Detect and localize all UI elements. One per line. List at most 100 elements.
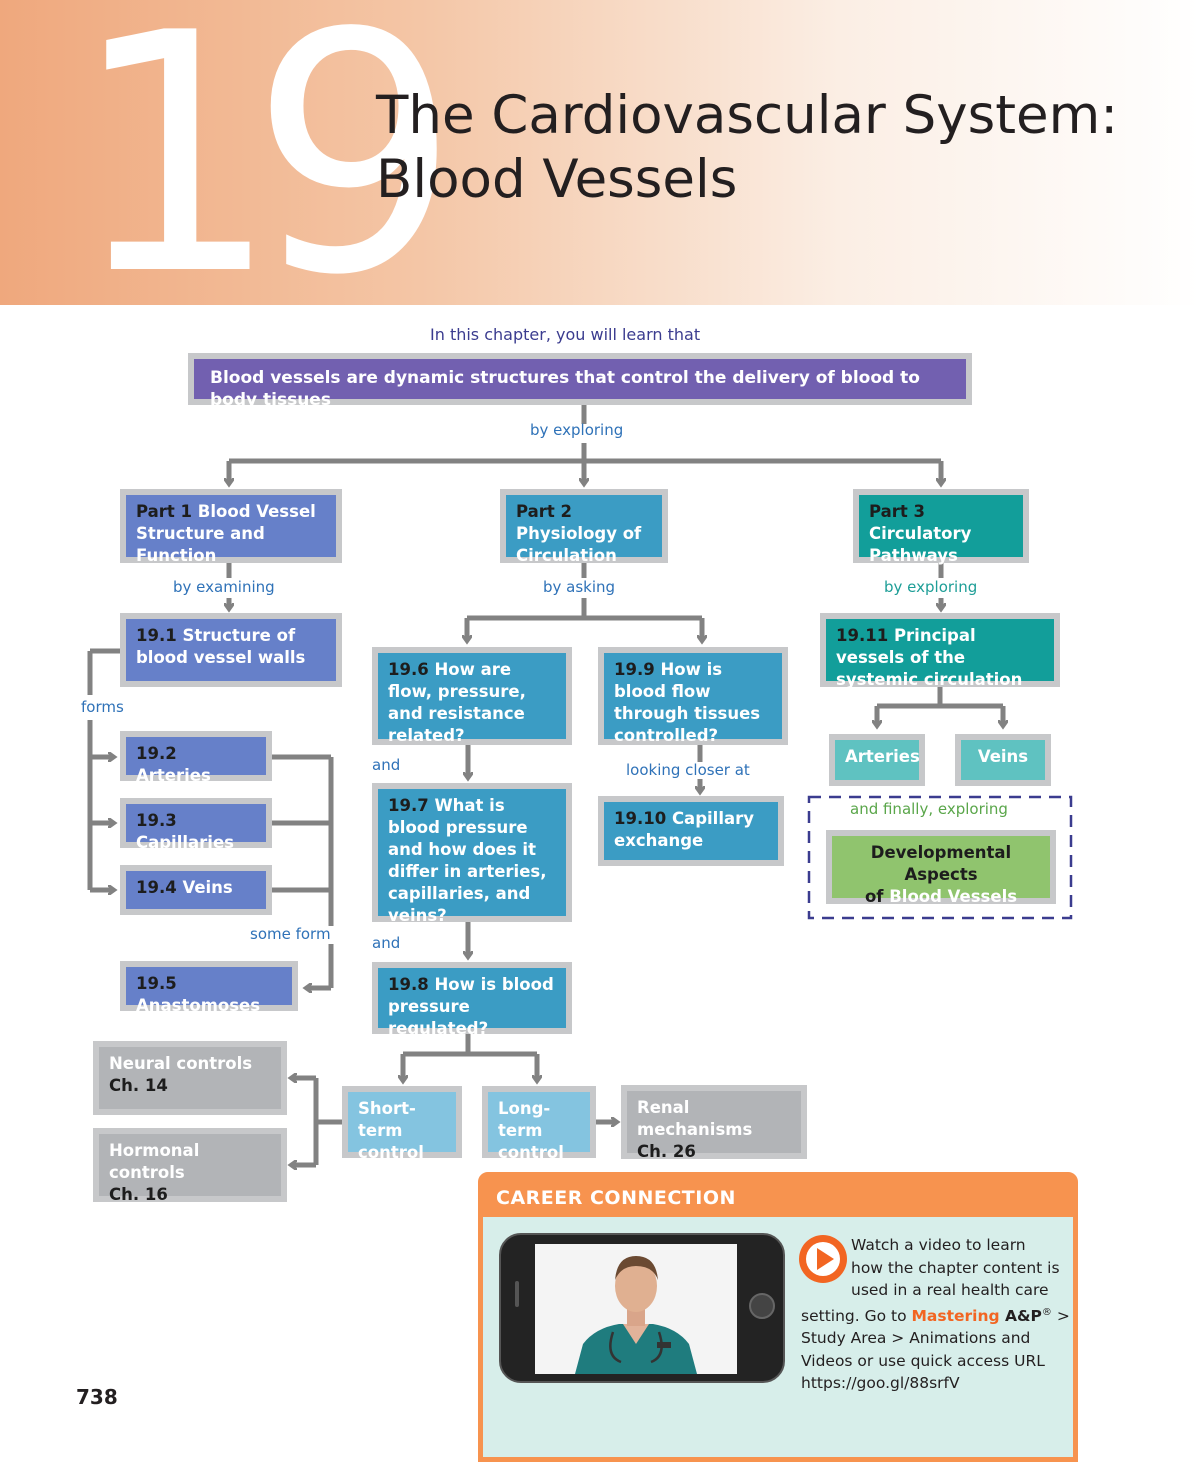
connector-some-form: some form	[250, 925, 331, 943]
section-19-9: 19.9 How is blood flow through tissues c…	[598, 647, 788, 745]
career-text-line-2: how the chapter content is	[851, 1258, 1060, 1277]
renal-mechanisms-label: Renal mechanisms	[637, 1098, 753, 1139]
section-19-3-number: 19.3	[136, 811, 177, 830]
mastering-link[interactable]: Mastering	[911, 1306, 1000, 1325]
chapter-title: The Cardiovascular System: Blood Vessels	[376, 84, 1118, 212]
connector-by-exploring: by exploring	[530, 421, 624, 439]
section-19-4-number: 19.4	[136, 878, 177, 897]
section-19-6-number: 19.6	[388, 660, 429, 679]
section-19-2-number: 19.2	[136, 744, 177, 763]
developmental-line-1: Developmental Aspects	[870, 843, 1012, 884]
career-text-line-1: Watch a video to learn	[851, 1236, 1026, 1254]
part-3-box: Part 3 Circulatory Pathways	[853, 489, 1029, 565]
systemic-veins-box: Veins	[955, 734, 1051, 786]
phone-home-button	[749, 1293, 775, 1319]
section-19-2: 19.2 Arteries	[120, 731, 272, 785]
chapter-banner	[0, 0, 1200, 305]
connector-and-finally: and finally, exploring	[850, 800, 1008, 818]
career-url-link[interactable]: https://goo.gl/88srfV	[801, 1374, 960, 1393]
section-19-9-number: 19.9	[614, 660, 655, 679]
chapter-title-line-1: The Cardiovascular System:	[376, 85, 1119, 146]
part-2-title: Physiology of Circulation	[516, 524, 642, 565]
connector-by-examining: by examining	[173, 578, 275, 596]
renal-mechanisms-box: Renal mechanisms Ch. 26	[621, 1085, 807, 1161]
video-thumbnail[interactable]	[499, 1233, 785, 1383]
intro-label: In this chapter, you will learn that	[430, 325, 701, 344]
renal-mechanisms-chapter: Ch. 26	[637, 1142, 696, 1161]
connector-and-2: and	[372, 934, 401, 952]
section-19-9-title: How is blood flow through tissues contro…	[614, 660, 761, 745]
section-19-11: 19.11 Principal vessels of the systemic …	[820, 613, 1060, 689]
part-1-title: Blood Vessel Structure and Function	[136, 502, 316, 565]
part-3-number: Part 3	[869, 502, 926, 521]
long-term-control-box: Long-term control	[482, 1086, 596, 1162]
ap-label: A&P	[999, 1306, 1042, 1325]
presenter-figure	[535, 1244, 737, 1374]
play-video-icon[interactable]	[799, 1235, 847, 1283]
developmental-dashed-frame	[807, 795, 1073, 920]
part-1-number: Part 1	[136, 502, 193, 521]
neural-controls-box: Neural controls Ch. 14	[93, 1041, 287, 1115]
part-2-number: Part 2	[516, 502, 573, 521]
connector-looking-closer: looking closer at	[626, 761, 750, 779]
career-text-line-4: setting. Go to Mastering A&P® >	[801, 1307, 1070, 1325]
career-text-line-6: Videos or use quick access URL	[801, 1351, 1045, 1370]
career-text-chevron: >	[1051, 1306, 1070, 1325]
section-19-8-title: How is blood pressure regulated?	[388, 975, 554, 1038]
section-19-10: 19.10 Capillary exchange	[598, 796, 784, 866]
section-19-5-number: 19.5	[136, 974, 177, 993]
section-19-1-number: 19.1	[136, 626, 177, 645]
developmental-blood-vessels: Blood Vessels	[889, 887, 1018, 906]
part-2-box: Part 2 Physiology of Circulation	[500, 489, 668, 565]
neural-controls-label: Neural controls	[109, 1054, 253, 1073]
career-text-line-3: used in a real health care	[851, 1281, 1049, 1299]
neural-controls-chapter: Ch. 14	[109, 1076, 168, 1095]
career-text-line-5: Study Area > Animations and	[801, 1329, 1031, 1348]
section-19-3-title: Capillaries	[136, 833, 234, 852]
developmental-aspects-box: Developmental Aspects of Blood Vessels	[826, 830, 1056, 906]
page-number: 738	[76, 1385, 118, 1409]
section-19-2-title: Arteries	[136, 766, 211, 785]
systemic-arteries-box: Arteries	[829, 734, 925, 786]
career-connection-heading: CAREER CONNECTION	[483, 1177, 1073, 1217]
chapter-number: 19	[70, 0, 460, 347]
section-19-6: 19.6 How are flow, pressure, and resista…	[372, 647, 572, 745]
video-screen[interactable]	[535, 1244, 737, 1374]
section-19-8: 19.8 How is blood pressure regulated?	[372, 962, 572, 1038]
chapter-title-line-2: Blood Vessels	[376, 149, 738, 210]
part-1-box: Part 1 Blood Vessel Structure and Functi…	[120, 489, 342, 565]
registered-mark: ®	[1041, 1306, 1052, 1318]
section-19-10-title: Capillary exchange	[614, 809, 754, 850]
section-19-4: 19.4 Veins	[120, 865, 272, 915]
career-connection-panel: CAREER CONNECTION Watch a video to learn…	[478, 1172, 1078, 1462]
career-connection-text: Watch a video to learn how the chapter c…	[801, 1234, 1071, 1395]
section-19-8-number: 19.8	[388, 975, 429, 994]
hormonal-controls-box: Hormonal controls Ch. 16	[93, 1128, 287, 1204]
section-19-10-number: 19.10	[614, 809, 667, 828]
section-19-6-title: How are flow, pressure, and resistance r…	[388, 660, 526, 745]
developmental-line-2: of Blood Vessels	[842, 886, 1040, 908]
section-19-7-number: 19.7	[388, 796, 429, 815]
part-3-title: Circulatory Pathways	[869, 524, 972, 565]
hormonal-controls-label: Hormonal controls	[109, 1141, 200, 1182]
section-19-1: 19.1 Structure of blood vessel walls	[120, 613, 342, 687]
connector-by-exploring-part3: by exploring	[884, 578, 978, 596]
hormonal-controls-chapter: Ch. 16	[109, 1185, 168, 1204]
section-19-3: 19.3 Capillaries	[120, 798, 272, 852]
connector-and-1: and	[372, 756, 401, 774]
phone-speaker	[515, 1281, 519, 1307]
short-term-control-box: Short-term control	[342, 1086, 462, 1162]
section-19-7-title: What is blood pressure and how does it d…	[388, 796, 547, 925]
section-19-5-title: Anastomoses	[136, 996, 261, 1015]
section-19-7: 19.7 What is blood pressure and how does…	[372, 783, 572, 925]
section-19-4-title: Veins	[176, 878, 233, 897]
connector-forms: forms	[81, 698, 124, 716]
connector-by-asking: by asking	[543, 578, 616, 596]
section-19-5: 19.5 Anastomoses	[120, 961, 298, 1015]
section-19-11-number: 19.11	[836, 626, 889, 645]
main-concept-box: Blood vessels are dynamic structures tha…	[188, 353, 972, 410]
career-text-go-to: setting. Go to	[801, 1306, 912, 1325]
play-triangle	[806, 1242, 840, 1276]
section-19-11-title: Principal vessels of the systemic circul…	[836, 626, 1023, 689]
